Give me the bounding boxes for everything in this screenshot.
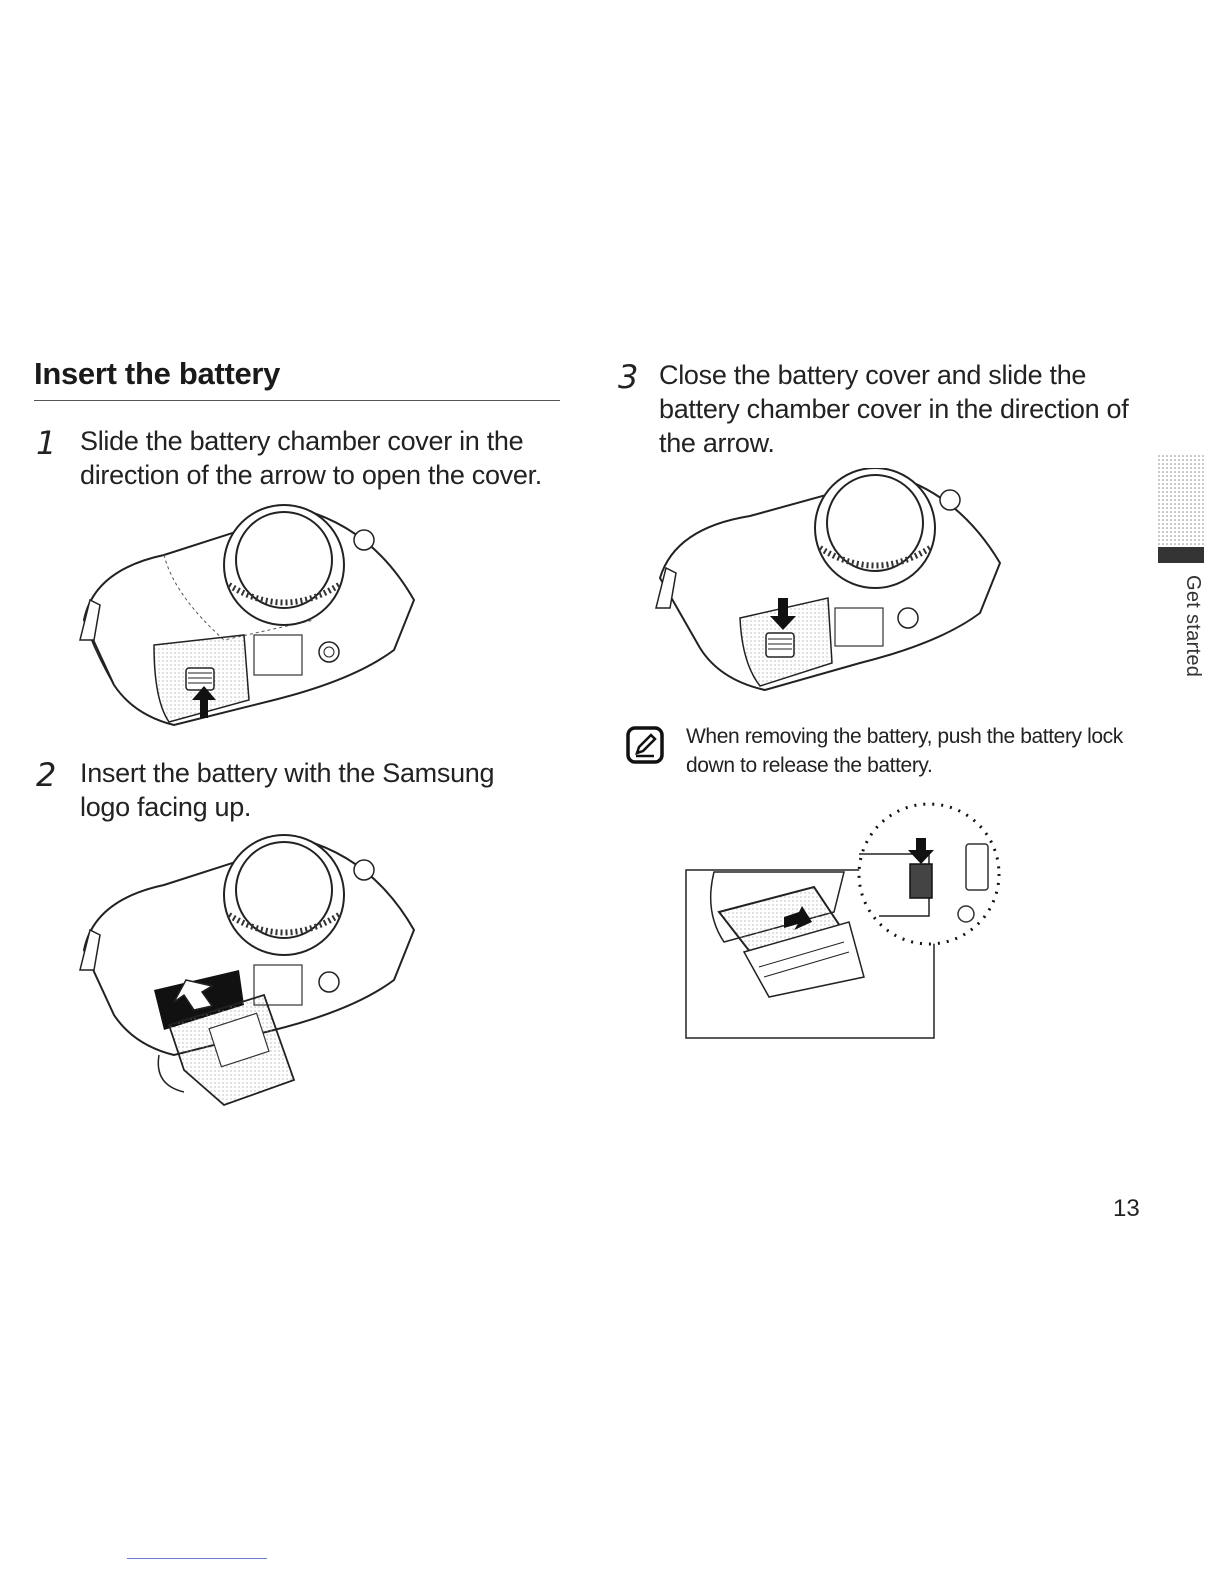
- step-3-text: Close the battery cover and slide the ba…: [659, 360, 1129, 458]
- page-number: 13: [1113, 1195, 1140, 1222]
- side-tab-label[interactable]: Get started: [1182, 575, 1204, 678]
- title-divider: [34, 400, 560, 401]
- camera-insert-battery-illustration: [79, 834, 416, 1107]
- battery-lock-release-illustration: [685, 802, 1001, 1039]
- note-text: When removing the battery, push the batt…: [686, 725, 1123, 777]
- camera-open-cover-illustration: [79, 504, 416, 727]
- bottom-divider: [127, 1558, 267, 1559]
- step-1-number: 1: [36, 424, 57, 462]
- side-tab-marker: [1158, 455, 1204, 563]
- step-3-number: 3: [618, 358, 639, 396]
- section-title: Insert the battery: [34, 356, 281, 391]
- note-pencil-icon: [626, 726, 664, 764]
- step-2-number: 2: [36, 756, 57, 794]
- step-1-text: Slide the battery chamber cover in the d…: [80, 426, 542, 490]
- step-2-text: Insert the battery with the Samsung logo…: [80, 758, 495, 822]
- camera-close-cover-illustration: [655, 468, 1002, 692]
